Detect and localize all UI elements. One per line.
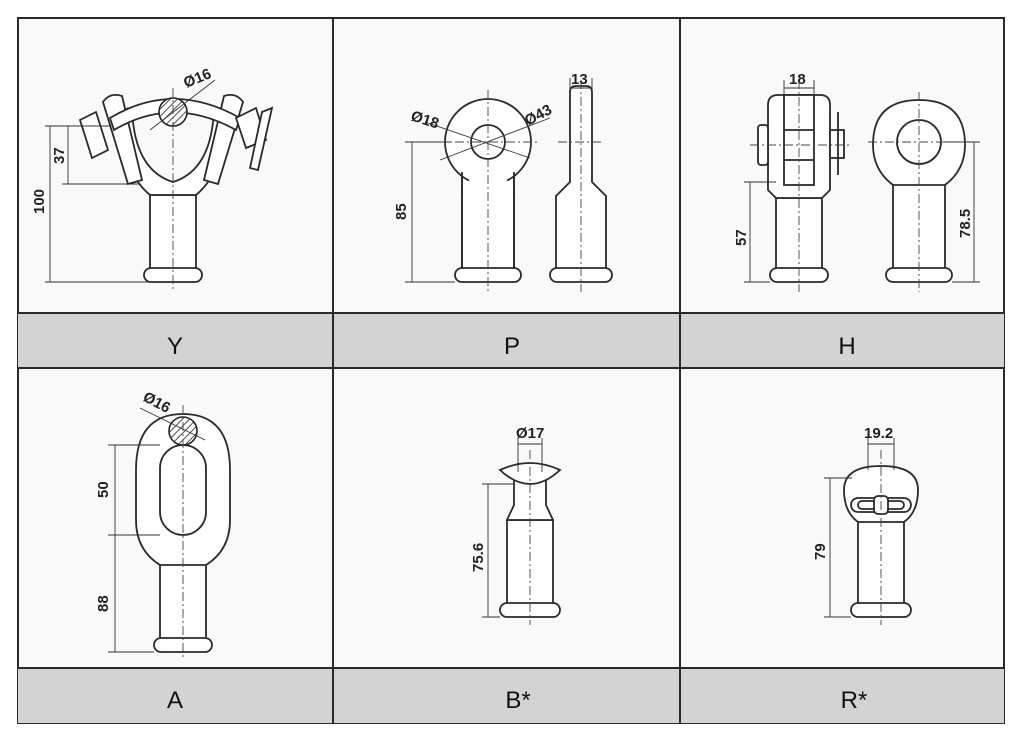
fitting-r-w: 19.2: [864, 425, 893, 442]
fitting-a-h1: 50: [95, 481, 112, 498]
fitting-y-h1: 37: [51, 147, 68, 164]
fitting-b-dia: Ø17: [516, 425, 544, 442]
fitting-h-drawing: [744, 80, 980, 292]
fitting-h-w: 18: [789, 71, 806, 88]
fitting-p-h: 85: [393, 203, 410, 220]
fitting-b-h: 75.6: [470, 543, 487, 572]
fitting-b-drawing: [482, 438, 562, 625]
fitting-a-label: A: [167, 687, 183, 714]
fitting-a-drawing: [108, 405, 231, 660]
fitting-h-h2: 78.5: [957, 209, 974, 238]
fitting-y-label: Y: [167, 333, 183, 360]
fitting-h-label: H: [838, 333, 855, 360]
fitting-y-h2: 100: [31, 189, 48, 214]
fitting-r-drawing: [824, 438, 919, 625]
fitting-p-label: P: [504, 333, 520, 360]
fitting-p-w: 13: [571, 71, 588, 88]
fitting-r-h: 79: [812, 543, 829, 560]
fitting-y-drawing: [45, 79, 274, 290]
fitting-r-label: R*: [841, 687, 868, 714]
fitting-p-drawing: [405, 78, 613, 292]
fitting-a-h2: 88: [95, 595, 112, 612]
fitting-b-label: B*: [505, 687, 530, 714]
fitting-h-h1: 57: [733, 229, 750, 246]
